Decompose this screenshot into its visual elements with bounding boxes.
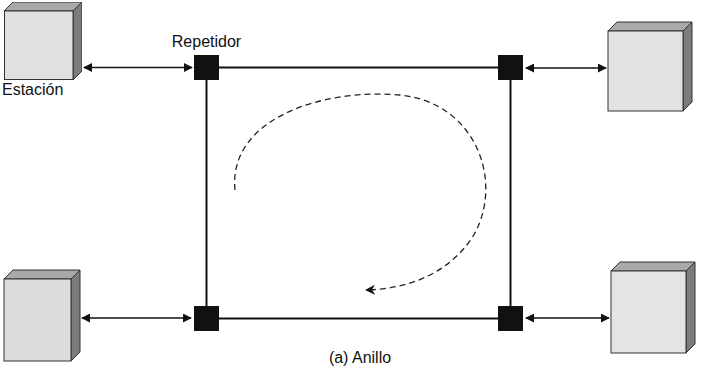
repeater-square bbox=[498, 55, 523, 80]
repeater-label: Repetidor bbox=[172, 33, 241, 51]
station-cube bbox=[4, 270, 80, 361]
station-label: Estación bbox=[2, 81, 63, 99]
connector-layer bbox=[84, 67, 192, 68]
repeater-square bbox=[194, 306, 219, 331]
station-link bbox=[526, 317, 609, 319]
figure-caption: (a) Anillo bbox=[329, 349, 391, 367]
station-link bbox=[84, 67, 192, 69]
repeater-square: Repetidor bbox=[194, 55, 219, 80]
station-box: Estación bbox=[4, 2, 82, 80]
ring-line bbox=[207, 68, 511, 319]
station-cube bbox=[608, 22, 692, 111]
direction-arrow bbox=[235, 94, 486, 290]
station-shape bbox=[4, 2, 82, 80]
repeater-square bbox=[498, 306, 523, 331]
station-link bbox=[526, 67, 606, 69]
repeater-shape bbox=[194, 55, 219, 80]
station-cube bbox=[611, 262, 695, 353]
station-link bbox=[82, 317, 191, 319]
